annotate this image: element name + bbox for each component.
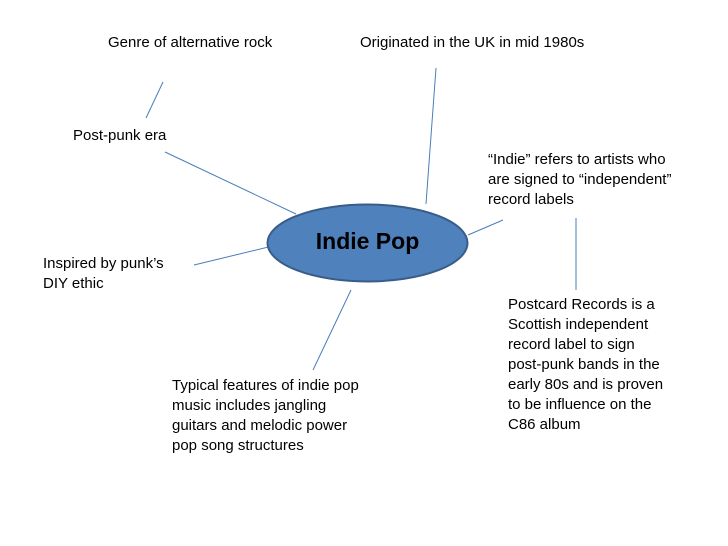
note-line: record label to sign	[508, 336, 635, 353]
note-line: Inspired by punk’s	[43, 255, 164, 272]
note-line: are signed to “independent”	[488, 171, 672, 188]
note-line: DIY ethic	[43, 275, 104, 292]
note-line: Typical features of indie pop	[172, 377, 359, 394]
center-node: Indie Pop	[266, 203, 469, 283]
note-line: Genre of alternative rock	[108, 34, 273, 51]
connector-features	[312, 289, 352, 371]
note-line: post-punk bands in the	[508, 356, 660, 373]
note-postcard: Postcard Records is a Scottish independe…	[508, 295, 663, 435]
center-label: Indie Pop	[315, 228, 420, 254]
connector-genre	[145, 81, 164, 119]
note-origin: Originated in the UK in mid 1980s	[360, 33, 584, 53]
center-ellipse	[266, 203, 469, 283]
note-diy: Inspired by punk’s DIY ethic	[43, 254, 164, 294]
note-line: Postcard Records is a	[508, 296, 655, 313]
note-line: music includes jangling	[172, 397, 327, 414]
note-line: guitars and melodic power	[172, 417, 348, 434]
note-indie-meaning: “Indie” refers to artists who are signed…	[488, 150, 671, 210]
note-features: Typical features of indie pop music incl…	[172, 376, 359, 456]
note-line: Post-punk era	[73, 127, 167, 144]
connector-origin	[425, 67, 437, 205]
note-line: “Indie” refers to artists who	[488, 151, 666, 168]
note-line: record labels	[488, 191, 574, 208]
note-genre: Genre of alternative rock	[108, 33, 272, 53]
note-line: to be influence on the	[508, 396, 652, 413]
note-line: pop song structures	[172, 437, 304, 454]
connector-postpunk	[164, 151, 297, 215]
note-line: Originated in the UK in mid 1980s	[360, 34, 585, 51]
note-line: early 80s and is proven	[508, 376, 664, 393]
note-line: C86 album	[508, 416, 581, 433]
note-line: Scottish independent	[508, 316, 649, 333]
connector-indie-meaning	[467, 219, 504, 236]
note-postpunk: Post-punk era	[73, 126, 166, 146]
